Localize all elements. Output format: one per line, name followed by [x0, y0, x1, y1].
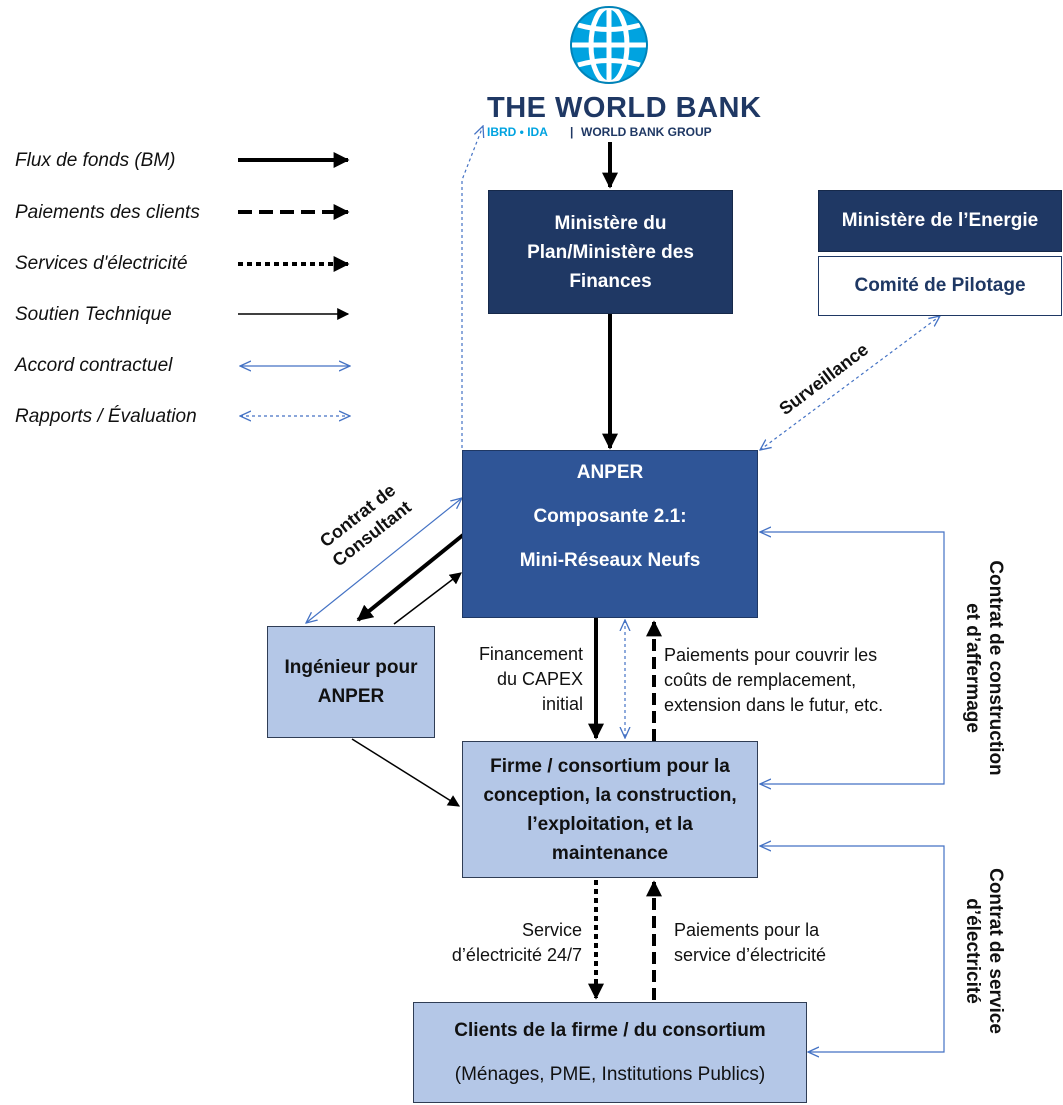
clients-title: Clients de la firme / du consortium	[454, 1019, 766, 1041]
arrow-contrat-service	[760, 846, 945, 1052]
ministere-energie-label: Ministère de l’Energie	[841, 210, 1039, 231]
label-contrat-construction-line1: Contrat de construction	[985, 560, 1006, 776]
anper-title: ANPER	[576, 462, 644, 483]
clients-subtitle: (Ménages, PME, Institutions Publics)	[454, 1063, 766, 1085]
legend-label-paiements: Paiements des clients	[15, 202, 200, 223]
box-anper: ANPER Composante 2.1: Mini-Réseaux Neufs	[462, 450, 758, 618]
box-ministere-plan: Ministère du Plan/Ministère des Finances	[488, 190, 733, 314]
label-paiements-remplacement-line1: Paiements pour couvrir les	[664, 645, 878, 665]
box-comite-pilotage: Comité de Pilotage	[818, 256, 1062, 316]
label-paiements-service-line1: Paiements pour la	[674, 920, 820, 940]
logo-sub-separator: |	[570, 125, 574, 139]
ministere-plan-label: Ministère du Plan/Ministère des Finances	[527, 212, 694, 292]
legend-label-rapports: Rapports / Évaluation	[15, 406, 197, 427]
arrow-surveillance	[760, 316, 940, 450]
label-contrat-construction-line2: et d’affermage	[962, 603, 983, 733]
label-paiements-service: Paiements pour la service d’électricité	[674, 918, 874, 968]
label-service: Service d’électricité 24/7	[410, 918, 582, 968]
ingenieur-label: Ingénieur pour ANPER	[284, 657, 418, 707]
label-contrat-construction: Contrat de construction et d’affermage	[957, 538, 1007, 798]
arrow-ingenieur-to-anper	[393, 572, 462, 625]
box-clients: Clients de la firme / du consortium (Mén…	[413, 1002, 807, 1103]
legend-label-soutien: Soutien Technique	[15, 304, 172, 325]
label-financement: Financement du CAPEX initial	[455, 642, 583, 717]
comite-pilotage-label: Comité de Pilotage	[854, 275, 1026, 296]
box-firme: Firme / consortium pour la conception, l…	[462, 741, 758, 878]
label-service-line1: Service	[521, 920, 582, 940]
label-service-line2: d’électricité 24/7	[451, 945, 582, 965]
arrow-ingenieur-to-firme	[351, 738, 461, 807]
legend-label-flux: Flux de fonds (BM)	[15, 150, 176, 171]
anper-subtitle: Mini-Réseaux Neufs	[519, 550, 701, 571]
firme-label: Firme / consortium pour la conception, l…	[483, 755, 737, 864]
arrow-contrat-consultant	[306, 498, 462, 623]
label-paiements-remplacement: Paiements pour couvrir les coûts de remp…	[664, 643, 934, 718]
arrow-anper-report-wb	[461, 126, 483, 448]
anper-component: Composante 2.1:	[533, 506, 687, 527]
legend-lines	[238, 152, 350, 416]
logo-sub-ibrd: IBRD • IDA	[487, 125, 548, 139]
arrow-anper-to-ingenieur	[356, 533, 465, 622]
box-ministere-energie: Ministère de l’Energie	[818, 190, 1062, 252]
label-contrat-service: Contrat de service d’électricité	[957, 851, 1007, 1051]
label-paiements-remplacement-line3: extension dans le futur, etc.	[664, 695, 884, 715]
box-ingenieur: Ingénieur pour ANPER	[267, 626, 435, 738]
label-financement-line1: Financement	[478, 644, 583, 664]
label-contrat-service-line2: d’électricité	[962, 898, 983, 1004]
label-financement-line2: du CAPEX	[496, 669, 583, 689]
label-financement-line3: initial	[541, 694, 583, 714]
logo-sub-group: WORLD BANK GROUP	[581, 125, 712, 139]
legend-label-accord: Accord contractuel	[15, 355, 173, 376]
label-contrat-service-line1: Contrat de service	[985, 868, 1006, 1034]
arrow-contrat-construction	[760, 532, 945, 784]
legend-label-services: Services d'électricité	[15, 253, 188, 274]
world-bank-logo-text: THE WORLD BANK	[487, 92, 762, 124]
label-paiements-remplacement-line2: coûts de remplacement,	[664, 670, 857, 690]
world-bank-globe-icon	[570, 4, 648, 86]
label-paiements-service-line2: service d’électricité	[674, 945, 827, 965]
